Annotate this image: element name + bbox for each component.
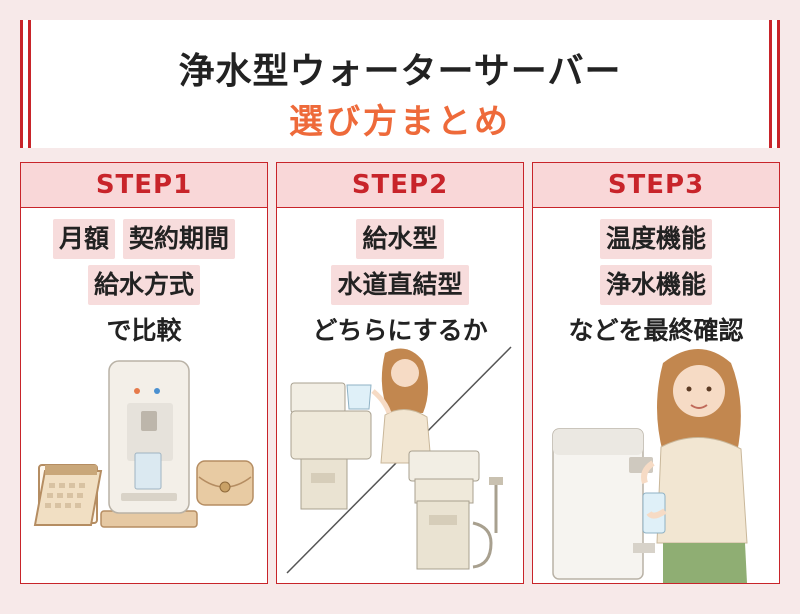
step3-header: STEP3 <box>533 163 779 208</box>
calendar-icon <box>33 464 103 526</box>
page-subtitle: 選び方まとめ <box>289 102 511 142</box>
step2-panel: STEP2 給水型 水道直結型 どちらにするか <box>276 162 524 584</box>
step3-text: 温度機能 浄水機能 などを最終確認 <box>533 217 779 355</box>
title-box: 浄水型ウォーターサーバー 選び方まとめ <box>20 20 780 148</box>
step2-highlight-refill-type: 給水型 <box>356 219 444 259</box>
step3-illustration <box>552 349 748 583</box>
page-title: 浄水型ウォーターサーバー <box>178 51 622 92</box>
step3-highlight-temperature-function: 温度機能 <box>599 219 712 259</box>
step1-highlight-contract-period: 契約期間 <box>123 219 236 259</box>
tap-connected-server-icon <box>408 450 503 570</box>
step3-panel: STEP3 温度機能 浄水機能 などを最終確認 <box>532 162 780 584</box>
woman-icon <box>641 349 748 583</box>
title-border-left-inner <box>28 20 31 148</box>
title-border-left <box>20 20 23 148</box>
step1-caption: で比較 <box>106 316 182 345</box>
step1-highlight-supply-method: 給水方式 <box>87 265 200 305</box>
step2-highlight-tap-connected-type: 水道直結型 <box>331 265 469 305</box>
step1-panel: STEP1 月額 契約期間 給水方式 で比較 <box>20 162 268 584</box>
step2-caption: どちらにするか <box>312 316 488 345</box>
wallet-icon <box>196 460 254 506</box>
woman-pouring-icon <box>346 348 432 464</box>
water-server-icon <box>552 428 655 580</box>
step3-highlight-purification-function: 浄水機能 <box>599 265 712 305</box>
step1-text: 月額 契約期間 給水方式 で比較 <box>21 217 267 355</box>
title-border-right-inner <box>769 20 772 148</box>
step3-caption: などを最終確認 <box>568 316 744 345</box>
step1-highlight-monthly-fee: 月額 <box>52 219 115 259</box>
step2-illustration <box>286 346 512 574</box>
step1-illustration <box>33 360 254 528</box>
refill-server-icon <box>290 382 372 510</box>
step2-header: STEP2 <box>277 163 523 208</box>
step1-header: STEP1 <box>21 163 267 208</box>
water-server-icon <box>100 360 198 528</box>
title-border-right <box>777 20 780 148</box>
step2-text: 給水型 水道直結型 どちらにするか <box>277 217 523 355</box>
